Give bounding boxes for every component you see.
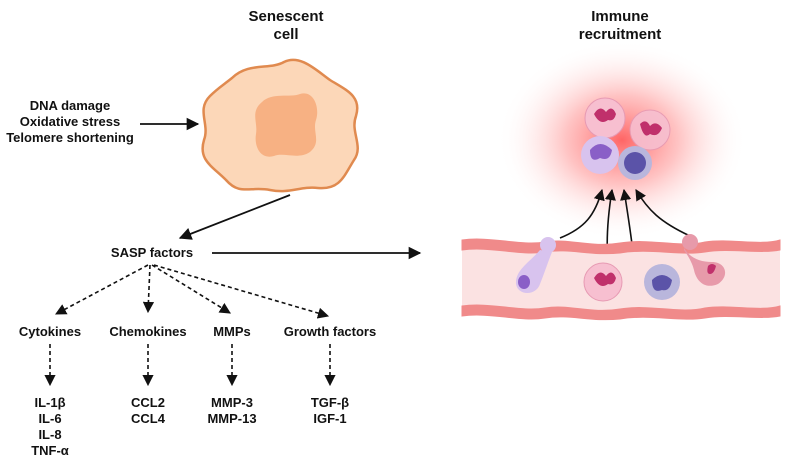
senescent-title-line2: cell xyxy=(273,26,299,43)
mmps-list: MMP-3 MMP-13 xyxy=(192,395,272,427)
sasp-branch-arrows xyxy=(55,264,330,319)
mmp-item: MMP-13 xyxy=(207,411,257,426)
vessel-cells xyxy=(515,234,726,302)
recruited-cells xyxy=(581,97,671,180)
growth-factor-item: TGF-β xyxy=(310,395,350,410)
recruited-monocyte xyxy=(581,136,619,174)
cytokine-item: IL-8 xyxy=(38,427,62,442)
chemokine-item: CCL4 xyxy=(131,411,165,426)
migration-arrow-4 xyxy=(635,189,691,237)
senescent-title-line1: Senescent xyxy=(248,8,324,25)
senescent-cell-nucleus xyxy=(255,93,318,157)
cytokines-list: IL-1β IL-6 IL-8 TNF-α xyxy=(10,395,90,459)
category-chemokines: Chemokines xyxy=(109,324,187,339)
branch-arrow-mmps xyxy=(151,264,231,314)
branch-arrow-cytokines xyxy=(55,264,149,315)
category-down-arrows xyxy=(44,344,336,387)
stressor-item: Oxidative stress xyxy=(19,114,121,129)
transmigrating-monocyte xyxy=(515,237,556,293)
chemokine-item: CCL2 xyxy=(131,395,165,410)
stressor-item: Telomere shortening xyxy=(6,130,134,145)
branch-arrow-growth-factors xyxy=(153,264,330,319)
immune-title-line2: recruitment xyxy=(578,26,662,43)
stressor-item: DNA damage xyxy=(29,98,111,113)
recruited-neutrophil-right xyxy=(629,109,671,151)
category-growth-factors: Growth factors xyxy=(283,324,377,339)
chemokines-list: CCL2 CCL4 xyxy=(108,395,188,427)
inflammation-glow xyxy=(497,40,747,240)
transmigrating-neutrophil xyxy=(682,234,726,286)
category-cytokines: Cytokines xyxy=(18,324,82,339)
vessel-neutrophil xyxy=(583,262,623,302)
growth-factors-list: TGF-β IGF-1 xyxy=(290,395,370,427)
recruited-neutrophil-top xyxy=(584,97,626,139)
immune-title-line1: Immune xyxy=(591,8,649,25)
migration-arrow-1 xyxy=(559,188,605,239)
vessel-lymphocyte xyxy=(644,264,680,300)
branch-arrow-chemokines xyxy=(142,264,155,314)
senescent-cell xyxy=(201,58,359,193)
sasp-factors-label: SASP factors xyxy=(110,245,194,260)
cytokine-item: TNF-α xyxy=(31,443,69,458)
immune-recruitment-title: Immune recruitment xyxy=(560,8,680,44)
stressors-list: DNA damage Oxidative stress Telomere sho… xyxy=(0,98,140,146)
vessel-bottom-wall xyxy=(461,304,781,321)
category-mmps: MMPs xyxy=(213,324,251,339)
cytokine-item: IL-1β xyxy=(34,395,66,410)
growth-factor-item: IGF-1 xyxy=(313,411,347,426)
cell-to-sasp-arrow xyxy=(178,194,291,240)
senescent-cell-title: Senescent cell xyxy=(236,8,336,44)
cytokine-item: IL-6 xyxy=(38,411,62,426)
mmp-item: MMP-3 xyxy=(211,395,253,410)
recruited-lymphocyte xyxy=(618,146,652,180)
